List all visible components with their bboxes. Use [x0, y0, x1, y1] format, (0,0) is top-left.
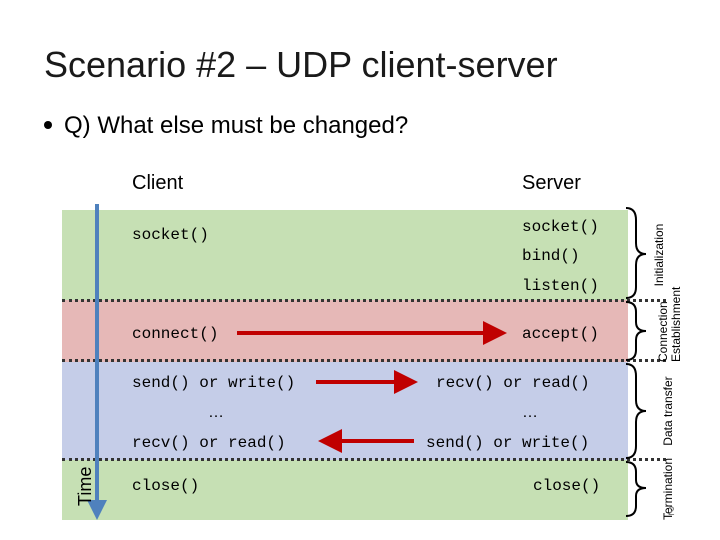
data-transfer-brace [625, 363, 647, 459]
server-listen-call: listen() [522, 277, 599, 295]
data-transfer-label: Data transfer [661, 376, 675, 446]
server-send-call: send() or write() [426, 434, 590, 452]
client-header: Client [132, 172, 184, 194]
server-socket-call: socket() [522, 218, 599, 236]
initialization-label: Initialization [652, 223, 666, 287]
client-ellipsis: … [208, 404, 224, 421]
server-bind-call: bind() [522, 247, 580, 265]
bullet-dot-icon [44, 120, 52, 129]
phase-separator [62, 299, 666, 302]
initialization-brace [625, 207, 647, 299]
termination-brace [625, 461, 647, 517]
connection-label-line1: Connection [656, 301, 670, 362]
connection-label-line2: Establishment [669, 286, 683, 362]
time-axis-label: Time [75, 466, 95, 506]
server-recv-call: recv() or read() [436, 374, 590, 392]
termination-band [62, 460, 628, 520]
phase-separator [62, 359, 666, 362]
server-header: Server [522, 172, 581, 194]
connection-brace [625, 301, 647, 361]
client-recv-call: recv() or read() [132, 434, 286, 452]
client-send-call: send() or write() [132, 374, 296, 392]
client-socket-call: socket() [132, 226, 209, 244]
server-accept-call: accept() [522, 325, 599, 343]
data-transfer-band [62, 362, 628, 460]
phase-separator [62, 458, 666, 461]
slide-title: Scenario #2 – UDP client-server [44, 44, 558, 85]
page-number: 2 [668, 504, 675, 518]
client-close-call: close() [132, 477, 200, 495]
question-text: Q) What else must be changed? [64, 112, 409, 139]
server-ellipsis: … [522, 404, 538, 421]
initialization-band [62, 210, 628, 300]
client-connect-call: connect() [132, 325, 219, 343]
server-close-call: close() [533, 477, 601, 495]
question-bullet: Q) What else must be changed? [44, 112, 408, 140]
